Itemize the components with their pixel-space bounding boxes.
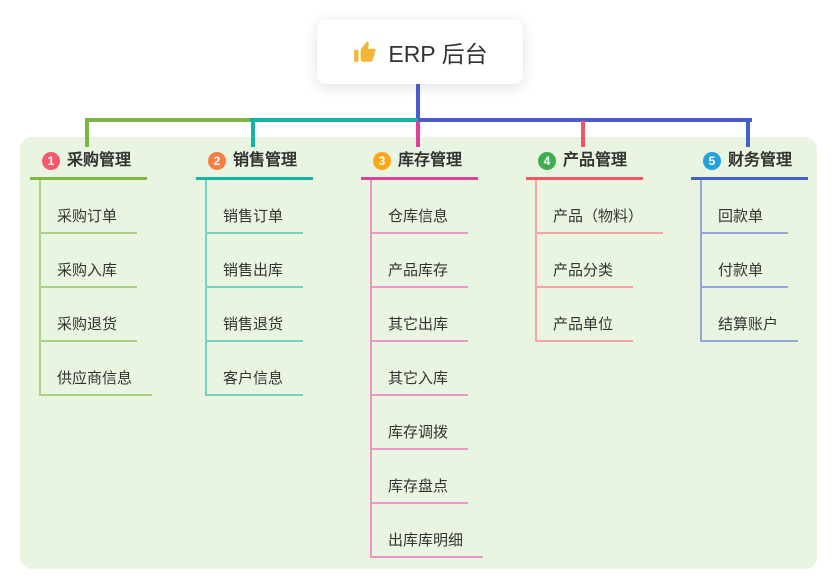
child-node-label: 采购退货 xyxy=(57,316,118,333)
branch-children: 回款单付款单结算账户 xyxy=(700,180,799,342)
branch-title-label: 采购管理 xyxy=(67,152,132,169)
thumbs-up-icon xyxy=(352,39,378,65)
child-node[interactable]: 销售退货 xyxy=(207,288,304,342)
child-node[interactable]: 库存调拨 xyxy=(372,396,469,450)
child-node[interactable]: 出库库明细 xyxy=(372,504,484,558)
child-node-label: 付款单 xyxy=(718,262,764,279)
branch-drop-line xyxy=(251,118,255,147)
branch-children: 产品（物料） 产品分类产品单位 xyxy=(535,180,664,342)
branch-title-node[interactable]: 4 产品管理 xyxy=(526,150,644,180)
child-node-label: 采购订单 xyxy=(57,208,118,225)
child-node-label: 结算账户 xyxy=(718,316,779,333)
child-node-label: 出库库明细 xyxy=(388,532,464,549)
child-node[interactable]: 采购退货 xyxy=(41,288,138,342)
branch-drop-line xyxy=(581,121,585,147)
child-node[interactable]: 仓库信息 xyxy=(372,180,469,234)
child-node[interactable]: 供应商信息 xyxy=(41,342,153,396)
child-node-label: 其它出库 xyxy=(388,316,449,333)
branch-column: 2 销售管理 销售订单销售出库销售退货客户信息 xyxy=(196,150,314,396)
child-node-label: 回款单 xyxy=(718,208,764,225)
branch-drop-line xyxy=(746,118,750,147)
child-node-label: 供应商信息 xyxy=(57,370,133,387)
child-node-label: 产品库存 xyxy=(388,262,449,279)
branch-number-badge: 2 xyxy=(208,152,226,170)
child-node-label: 库存盘点 xyxy=(388,478,449,495)
branch-title-node[interactable]: 3 库存管理 xyxy=(361,150,479,180)
child-node[interactable]: 产品库存 xyxy=(372,234,469,288)
rail-segment xyxy=(85,118,252,122)
child-node-label: 产品分类 xyxy=(553,262,614,279)
child-node[interactable]: 采购入库 xyxy=(41,234,138,288)
branches-panel xyxy=(20,137,817,569)
branch-title-node[interactable]: 5 财务管理 xyxy=(691,150,809,180)
child-node[interactable]: 付款单 xyxy=(702,234,788,288)
branch-column: 3 库存管理 仓库信息产品库存其它出库其它入库库存调拨库存盘点出库库明细 xyxy=(361,150,484,558)
root-node-label: ERP 后台 xyxy=(388,41,488,67)
child-node[interactable]: 产品分类 xyxy=(537,234,634,288)
branch-title-label: 财务管理 xyxy=(728,152,793,169)
branch-number-badge: 5 xyxy=(703,152,721,170)
child-node[interactable]: 销售出库 xyxy=(207,234,304,288)
child-node-label: 其它入库 xyxy=(388,370,449,387)
branch-number-badge: 3 xyxy=(373,152,391,170)
child-node-label: 客户信息 xyxy=(223,370,284,387)
branch-column: 4 产品管理 产品（物料） 产品分类产品单位 xyxy=(526,150,664,342)
child-node-label: 仓库信息 xyxy=(388,208,449,225)
child-node[interactable]: 销售订单 xyxy=(207,180,304,234)
branch-title-node[interactable]: 2 销售管理 xyxy=(196,150,314,180)
child-node[interactable]: 客户信息 xyxy=(207,342,304,396)
child-node[interactable]: 回款单 xyxy=(702,180,788,234)
branch-number-badge: 1 xyxy=(42,152,60,170)
branch-column: 1 采购管理 采购订单采购入库采购退货供应商信息 xyxy=(30,150,153,396)
child-node[interactable]: 采购订单 xyxy=(41,180,138,234)
branch-column: 5 财务管理 回款单付款单结算账户 xyxy=(691,150,809,342)
child-node-label: 库存调拨 xyxy=(388,424,449,441)
child-node-label: 销售订单 xyxy=(223,208,284,225)
branch-title-node[interactable]: 1 采购管理 xyxy=(30,150,148,180)
branch-children: 销售订单销售出库销售退货客户信息 xyxy=(205,180,304,396)
child-node[interactable]: 其它入库 xyxy=(372,342,469,396)
child-node[interactable]: 产品（物料） xyxy=(537,180,664,234)
rail-segment xyxy=(250,118,418,122)
child-node-label: 产品单位 xyxy=(553,316,614,333)
child-node-label: 产品（物料） xyxy=(553,208,644,225)
branch-number-badge: 4 xyxy=(538,152,556,170)
root-node[interactable]: ERP 后台 xyxy=(317,20,523,84)
child-node-label: 销售退货 xyxy=(223,316,284,333)
branch-title-label: 库存管理 xyxy=(398,152,463,169)
branch-drop-line xyxy=(85,118,89,147)
branch-title-label: 产品管理 xyxy=(563,152,628,169)
branch-drop-line xyxy=(416,121,420,147)
rail-segment xyxy=(418,118,752,122)
child-node[interactable]: 其它出库 xyxy=(372,288,469,342)
branch-title-label: 销售管理 xyxy=(233,152,298,169)
child-node-label: 销售出库 xyxy=(223,262,284,279)
root-stem-line xyxy=(416,84,420,120)
child-node[interactable]: 结算账户 xyxy=(702,288,799,342)
child-node[interactable]: 库存盘点 xyxy=(372,450,469,504)
branch-children: 采购订单采购入库采购退货供应商信息 xyxy=(39,180,153,396)
child-node[interactable]: 产品单位 xyxy=(537,288,634,342)
child-node-label: 采购入库 xyxy=(57,262,118,279)
branch-children: 仓库信息产品库存其它出库其它入库库存调拨库存盘点出库库明细 xyxy=(370,180,484,558)
